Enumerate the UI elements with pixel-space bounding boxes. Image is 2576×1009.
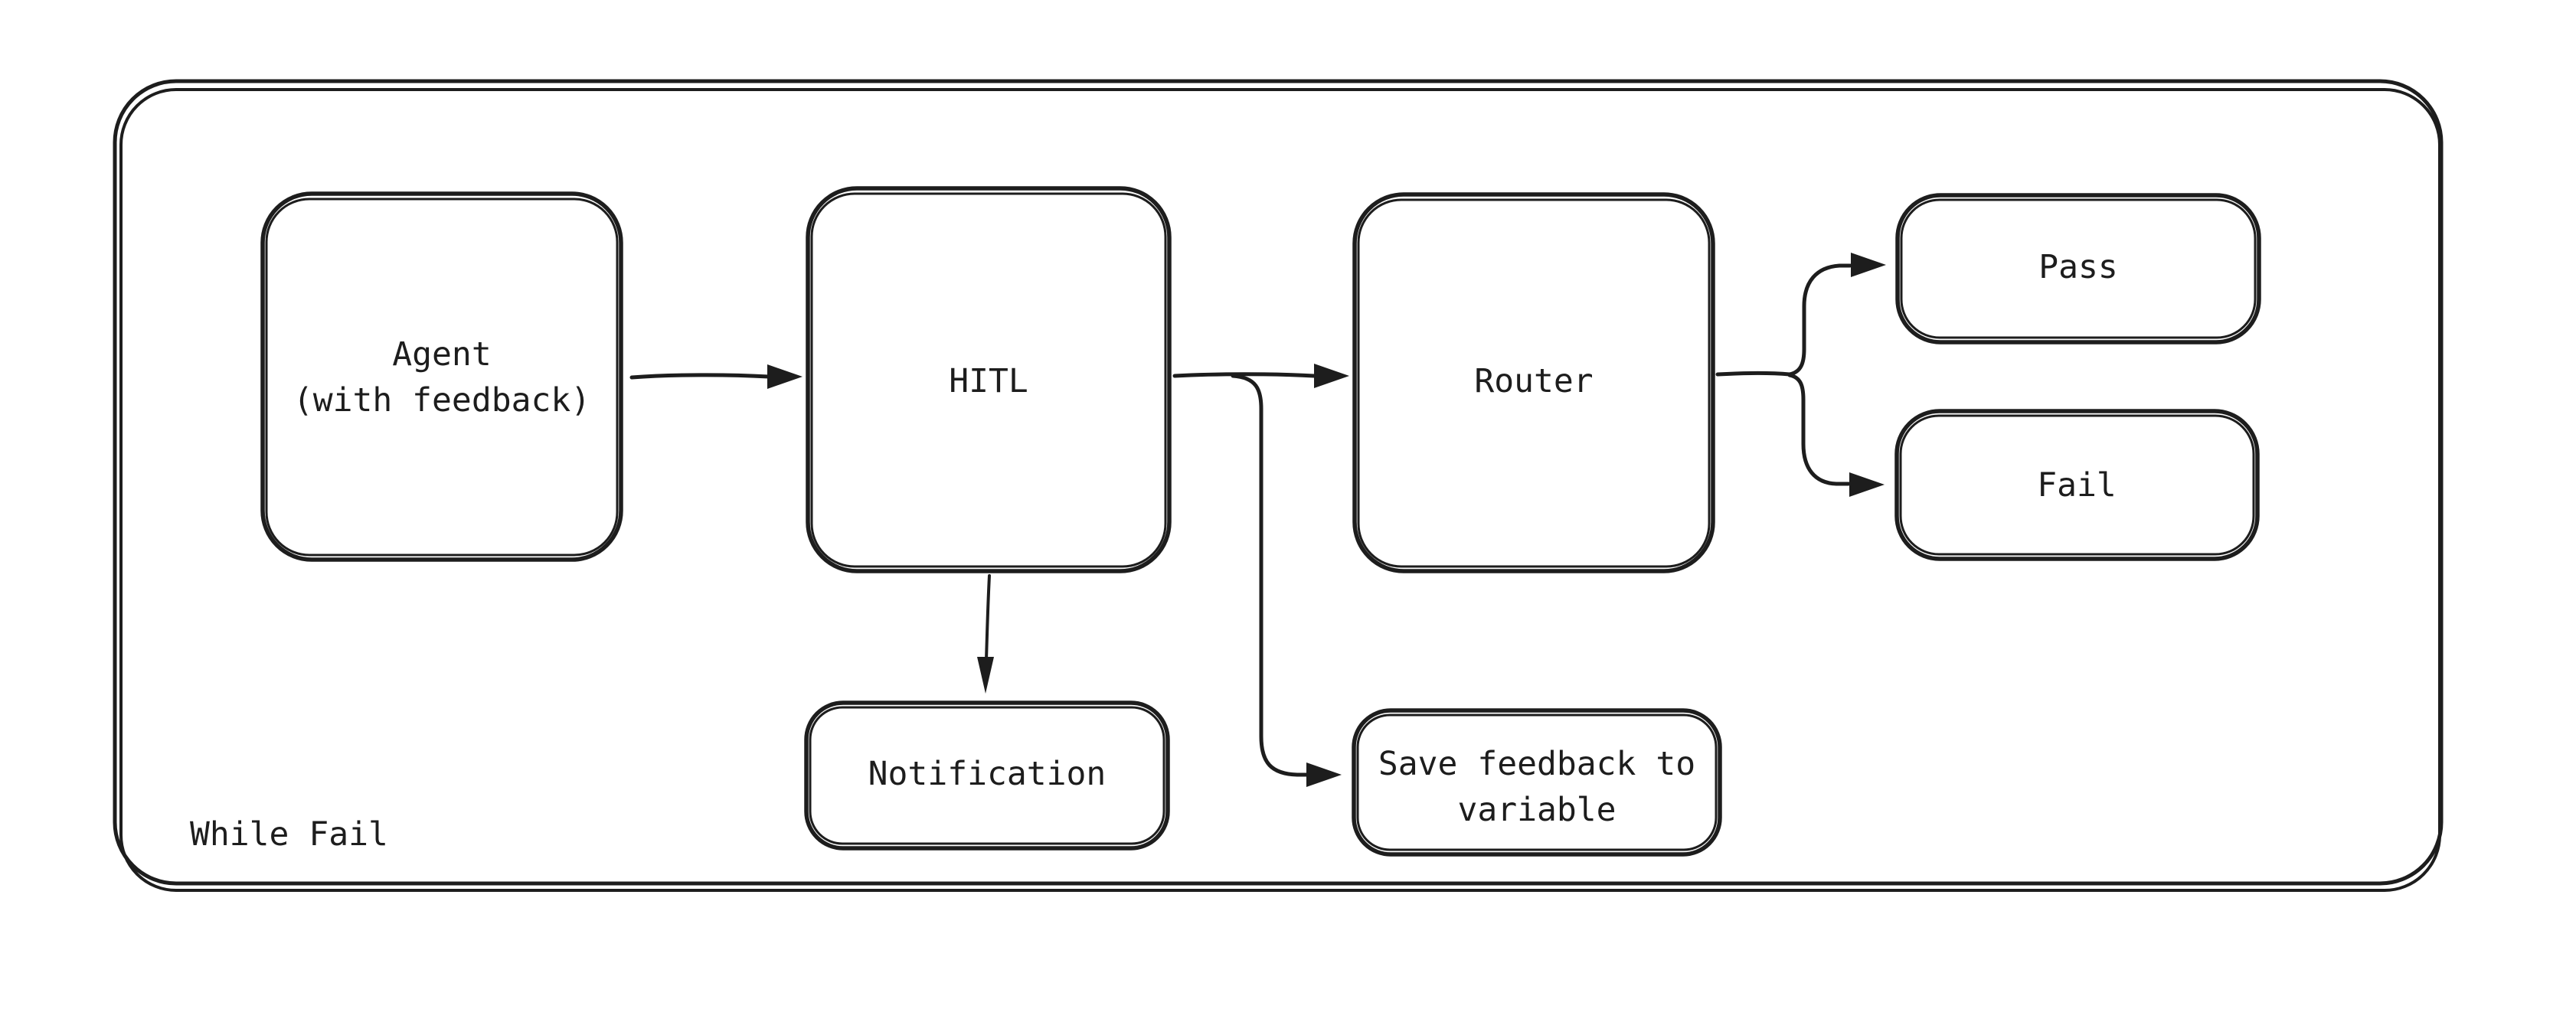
while-fail-loop-container: While Fail	[113, 79, 2444, 892]
node-fail-label: Fail	[2037, 466, 2117, 504]
edge-line	[1787, 373, 1851, 486]
edge-line	[1231, 374, 1310, 777]
node-router: Router	[1352, 192, 1715, 573]
node-agent-label-line1: Agent	[392, 335, 491, 374]
edge-router-fork	[1715, 371, 1792, 377]
node-save-feedback-box-sketch	[1356, 713, 1718, 851]
node-hitl-box	[806, 186, 1172, 573]
arrowhead-down-icon	[977, 657, 994, 694]
node-save-feedback: Save feedback to variable	[1352, 708, 1722, 857]
node-fail-box	[1894, 409, 2260, 561]
edge-line	[1787, 263, 1852, 377]
node-agent-label-line2: (with feedback)	[293, 381, 590, 420]
node-fail-box-sketch	[1899, 414, 2255, 556]
arrowhead-right-icon	[767, 364, 803, 389]
edge-line	[629, 373, 771, 380]
node-router-label: Router	[1474, 362, 1593, 400]
edge-router-to-fail	[1787, 373, 1885, 497]
node-agent-box-sketch	[265, 198, 619, 557]
arrowhead-right-icon	[1314, 364, 1349, 388]
node-hitl: HITL	[806, 186, 1172, 573]
node-save-feedback-label-line2: variable	[1457, 791, 1616, 829]
node-notification-box-sketch	[809, 706, 1165, 845]
arrowhead-right-icon	[1849, 472, 1885, 497]
node-fail: Fail	[1894, 409, 2260, 561]
node-router-box	[1352, 192, 1715, 573]
edge-router-to-pass	[1787, 253, 1886, 377]
edge-hitl-to-notification	[977, 574, 994, 694]
edge-line	[985, 574, 991, 661]
node-pass-box-sketch	[1900, 198, 2257, 339]
node-pass: Pass	[1895, 193, 2261, 344]
node-notification: Notification	[804, 700, 1170, 851]
arrowhead-right-icon	[1851, 253, 1886, 277]
edge-line	[1715, 371, 1792, 377]
edge-hitl-to-save-feedback	[1231, 374, 1342, 787]
node-hitl-box-sketch	[810, 192, 1167, 568]
node-agent-box	[260, 191, 623, 562]
arrowhead-right-icon	[1306, 762, 1342, 787]
edge-hitl-to-router	[1172, 364, 1349, 388]
node-router-box-sketch	[1357, 198, 1711, 568]
container-label: While Fail	[190, 815, 388, 854]
node-notification-label: Notification	[868, 755, 1107, 793]
node-pass-box	[1895, 193, 2261, 344]
node-agent: Agent (with feedback)	[260, 191, 623, 562]
node-save-feedback-label-line1: Save feedback to	[1378, 745, 1695, 783]
node-notification-box	[804, 700, 1170, 851]
node-hitl-label: HITL	[949, 362, 1028, 400]
edge-agent-to-hitl	[629, 364, 803, 389]
node-pass-label: Pass	[2038, 248, 2118, 286]
node-save-feedback-box	[1352, 708, 1722, 857]
edge-line	[1172, 372, 1316, 378]
container-border-sketch	[119, 88, 2441, 892]
